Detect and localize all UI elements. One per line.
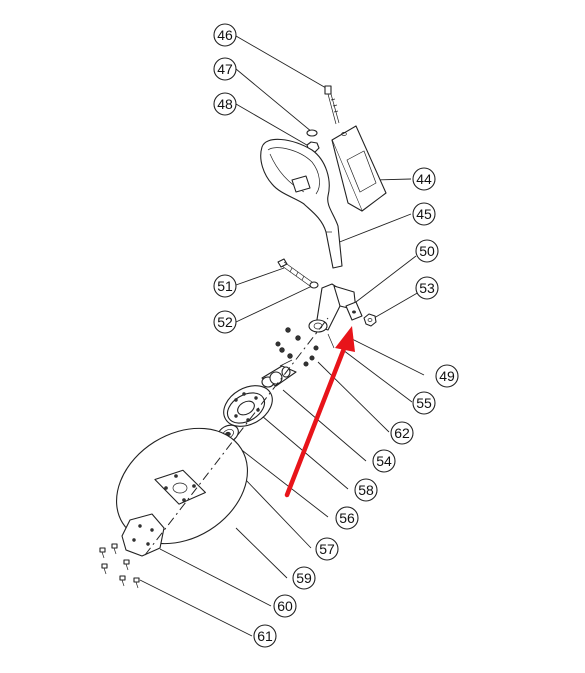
callout-label: 56	[339, 510, 355, 526]
callout-label: 57	[319, 541, 335, 557]
callout-57: 57	[315, 537, 339, 561]
callout-label: 58	[358, 482, 374, 498]
part-53-nut	[363, 313, 377, 327]
callout-46: 46	[213, 23, 237, 47]
callout-label: 50	[419, 243, 435, 259]
callout-label: 55	[416, 395, 432, 411]
part-47-washer	[306, 129, 318, 137]
callout-label: 44	[416, 171, 432, 187]
callout-53: 53	[415, 276, 439, 300]
part-61-bolts	[99, 543, 140, 589]
part-54-spindle	[261, 359, 297, 388]
callout-45: 45	[412, 202, 436, 226]
callout-50: 50	[415, 239, 439, 263]
callout-label: 45	[416, 206, 432, 222]
callout-59: 59	[292, 566, 316, 590]
callout-52: 52	[213, 310, 237, 334]
callout-54: 54	[372, 449, 396, 473]
part-58-hub-flange	[223, 385, 273, 427]
callout-48: 48	[213, 92, 237, 116]
part-55-nuts	[275, 327, 301, 359]
part-44-bracket	[331, 125, 387, 212]
callout-label: 54	[376, 453, 392, 469]
assembly-axis	[144, 317, 329, 556]
callout-label: 59	[296, 570, 312, 586]
callout-label: 53	[419, 280, 435, 296]
part-59-disc	[116, 427, 248, 545]
part-62-bolts	[303, 333, 335, 367]
callout-label: 47	[217, 61, 233, 77]
callout-label: 60	[277, 598, 293, 614]
part-52-washer	[309, 281, 319, 289]
part-45-spring-tine	[260, 138, 343, 269]
callout-60: 60	[273, 594, 297, 618]
callout-label: 62	[394, 425, 410, 441]
callout-label: 51	[217, 278, 233, 294]
callout-label: 48	[217, 96, 233, 112]
part-46-bolt	[324, 85, 340, 125]
pointer-arrow	[284, 326, 355, 498]
callout-49: 49	[435, 364, 459, 388]
callout-label: 52	[217, 314, 233, 330]
callout-56: 56	[335, 506, 359, 530]
leader-lines	[139, 35, 427, 637]
callout-58: 58	[354, 478, 378, 502]
part-50-tab	[345, 301, 363, 321]
callout-47: 47	[213, 57, 237, 81]
callout-44: 44	[412, 167, 436, 191]
callout-55: 55	[412, 391, 436, 415]
callout-61: 61	[253, 624, 277, 648]
part-51-bolt	[277, 258, 313, 287]
part-60-cap-plate	[121, 513, 165, 557]
callout-label: 46	[217, 27, 233, 43]
callout-51: 51	[213, 274, 237, 298]
callout-label: 49	[439, 368, 455, 384]
callout-label: 61	[257, 628, 273, 644]
callout-62: 62	[390, 421, 414, 445]
